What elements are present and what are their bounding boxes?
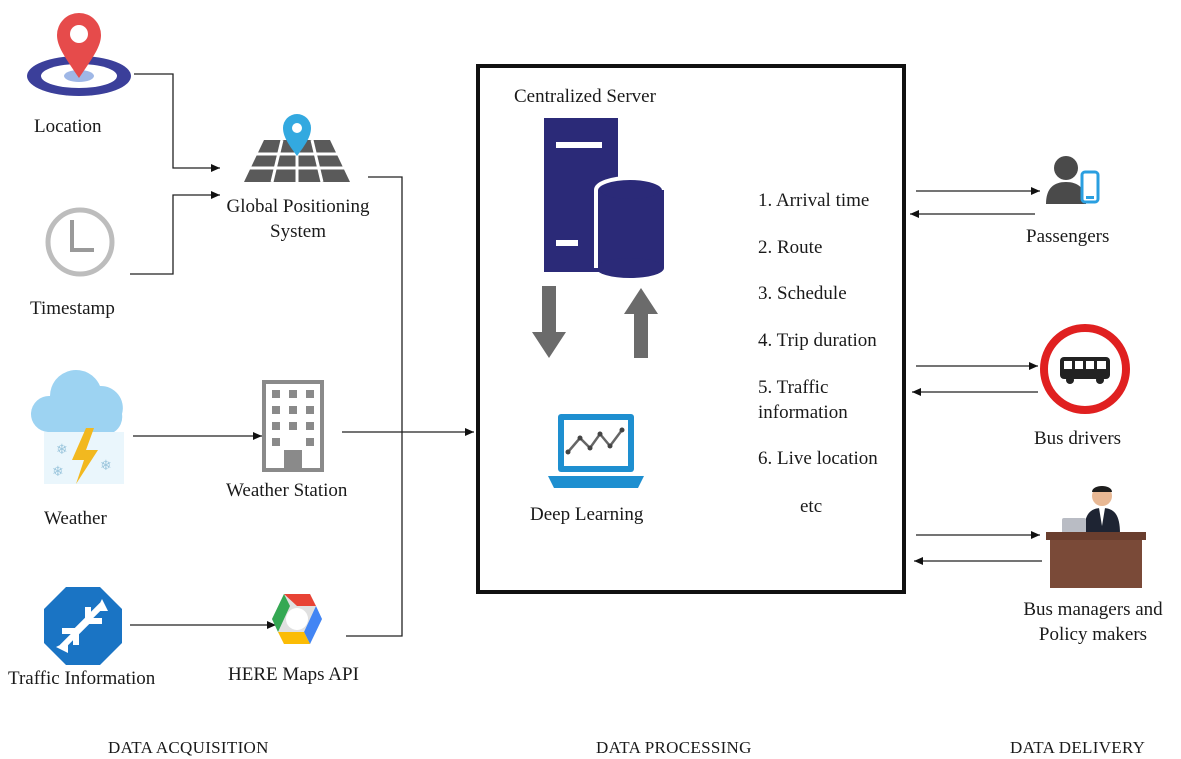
weather-storm-icon: ❄ ❄ ❄	[30, 370, 124, 484]
bus-sign-icon	[1040, 324, 1130, 414]
output-item: 3. Schedule	[758, 283, 847, 304]
location-pin-icon	[27, 13, 131, 96]
managers-label-line2: Policy makers	[1038, 624, 1148, 645]
deep-learning-label: Deep Learning	[530, 504, 644, 525]
data-flow-arrows-icon	[532, 286, 658, 358]
gps-label-line1: Global Positioning	[226, 196, 370, 217]
manager-desk-icon	[1046, 486, 1146, 588]
weather-station-label: Weather Station	[226, 480, 348, 501]
section-label-delivery: DATA DELIVERY	[1010, 738, 1146, 757]
here-maps-api-icon	[272, 594, 322, 644]
timestamp-label: Timestamp	[30, 298, 115, 319]
output-item: 4. Trip duration	[758, 330, 877, 351]
here-maps-api-label: HERE Maps API	[228, 664, 359, 685]
weather-station-building-icon	[262, 380, 324, 472]
output-item: 1. Arrival time	[758, 190, 870, 211]
server-database-icon	[544, 118, 664, 278]
clock-icon	[45, 207, 115, 277]
section-label-acquisition: DATA ACQUISITION	[108, 738, 269, 757]
location-label: Location	[34, 116, 102, 137]
traffic-interchange-icon	[44, 587, 122, 665]
svg-text:❄: ❄	[52, 464, 64, 480]
output-item: information	[758, 402, 848, 423]
output-item: 5. Traffic	[758, 377, 829, 398]
managers-label-line1: Bus managers and	[1023, 599, 1163, 620]
svg-text:❄: ❄	[100, 458, 112, 474]
section-label-processing: DATA PROCESSING	[596, 738, 752, 757]
output-item: 2. Route	[758, 237, 823, 258]
traffic-information-label: Traffic Information	[8, 668, 156, 689]
svg-text:❄: ❄	[56, 442, 68, 458]
centralized-server-label: Centralized Server	[514, 86, 656, 107]
weather-label: Weather	[44, 508, 107, 529]
passenger-phone-icon	[1046, 156, 1100, 204]
passengers-label: Passengers	[1026, 226, 1110, 247]
bus-drivers-label: Bus drivers	[1034, 428, 1122, 449]
gps-map-icon	[244, 114, 350, 183]
output-item: 6. Live location	[758, 448, 878, 469]
deep-learning-laptop-icon	[548, 414, 644, 488]
gps-label-line2: System	[270, 221, 326, 242]
processing-box	[476, 64, 906, 594]
output-item: etc	[800, 496, 823, 517]
